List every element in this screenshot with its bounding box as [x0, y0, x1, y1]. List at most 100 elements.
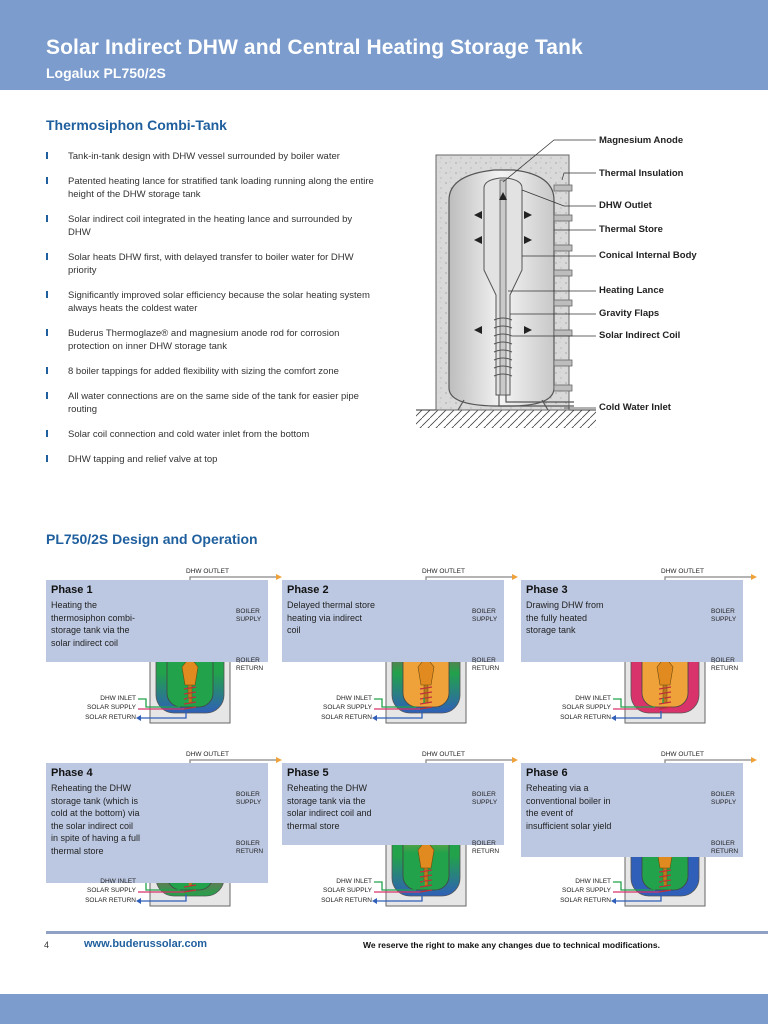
- dhw-inlet-label: DHW INLET: [100, 695, 136, 702]
- solar-supply-label: SOLAR SUPPLY: [561, 704, 611, 711]
- solar-return-label: SOLAR RETURN: [85, 714, 136, 721]
- callout-thermal-store: Thermal Store: [599, 224, 663, 235]
- solar-return-pipe: [613, 711, 662, 719]
- dhw-inlet-label: DHW INLET: [575, 695, 611, 702]
- dhw-inlet-label: DHW INLET: [336, 878, 372, 885]
- phase-title: Phase 5: [287, 767, 329, 779]
- callout-heating-lance: Heating Lance: [599, 285, 664, 296]
- disclaimer-text: We reserve the right to make any changes…: [363, 940, 660, 950]
- dhw-inlet-pipe: [613, 881, 664, 891]
- solar-supply-label: SOLAR SUPPLY: [86, 887, 136, 894]
- phase-title: Phase 4: [51, 767, 93, 779]
- solar-return-label: SOLAR RETURN: [560, 897, 611, 904]
- callout-magnesium-anode: Magnesium Anode: [599, 135, 684, 146]
- dhw-outlet-arrow: [751, 757, 757, 763]
- solar-return-label: SOLAR RETURN: [85, 897, 136, 904]
- phase-panel-2: Phase 2 Delayed thermal store heating vi…: [282, 565, 522, 735]
- solar-return-arrow: [611, 898, 616, 904]
- feature-item: Significantly improved solar efficiency …: [46, 289, 376, 315]
- feature-item: Solar coil connection and cold water inl…: [46, 428, 376, 441]
- solar-supply-label: SOLAR SUPPLY: [322, 704, 372, 711]
- dhw-outlet-arrow: [512, 574, 518, 580]
- phase-title: Phase 2: [287, 584, 329, 596]
- feature-item: DHW tapping and relief valve at top: [46, 453, 376, 466]
- solar-return-label: SOLAR RETURN: [321, 897, 372, 904]
- phase-description: Reheating via a conventional boiler in t…: [526, 783, 612, 831]
- dhw-outlet-label: DHW OUTLET: [186, 751, 229, 758]
- solar-return-pipe: [138, 711, 187, 719]
- solar-coil: [183, 686, 197, 710]
- website-link[interactable]: www.buderussolar.com: [84, 938, 208, 950]
- phase-panel-6: Phase 6 Reheating via a conventional boi…: [521, 748, 761, 918]
- callout-cold-water-inlet: Cold Water Inlet: [599, 402, 671, 413]
- phase-desc-box: [46, 763, 268, 883]
- page-subtitle: Logalux PL750/2S: [46, 65, 166, 81]
- phase-panel-5: Phase 5 Reheating the DHW storage tank v…: [282, 748, 522, 918]
- feature-list: Tank-in-tank design with DHW vessel surr…: [46, 150, 376, 478]
- phase-description: Drawing DHW from the fully heated storag…: [526, 600, 604, 635]
- solar-supply-label: SOLAR SUPPLY: [561, 887, 611, 894]
- solar-coil: [419, 686, 433, 710]
- solar-coil: [419, 869, 433, 893]
- dhw-outlet-label: DHW OUTLET: [422, 751, 465, 758]
- callout-solar-indirect-coil: Solar Indirect Coil: [599, 330, 681, 341]
- dhw-outlet-arrow: [512, 757, 518, 763]
- tank-cutaway-drawing: [416, 139, 596, 428]
- phase-title: Phase 3: [526, 584, 568, 596]
- solar-return-label: SOLAR RETURN: [560, 714, 611, 721]
- feature-item: All water connections are on the same si…: [46, 390, 376, 416]
- dhw-outlet-label: DHW OUTLET: [186, 568, 229, 575]
- solar-return-label: SOLAR RETURN: [321, 714, 372, 721]
- solar-coil: [658, 686, 672, 710]
- page-title: Solar Indirect DHW and Central Heating S…: [46, 36, 583, 59]
- solar-return-pipe: [374, 711, 423, 719]
- feature-item: Tank-in-tank design with DHW vessel surr…: [46, 150, 376, 163]
- design-section-title: PL750/2S Design and Operation: [46, 531, 258, 547]
- phase-desc-box: [521, 580, 743, 662]
- dhw-inlet-label: DHW INLET: [336, 695, 372, 702]
- dhw-inlet-label: DHW INLET: [575, 878, 611, 885]
- feature-item: Solar heats DHW first, with delayed tran…: [46, 251, 376, 277]
- phase-description: Reheating the DHW storage tank (which is…: [51, 783, 141, 856]
- thermosiphon-section-title: Thermosiphon Combi-Tank: [46, 117, 227, 133]
- page-header: Solar Indirect DHW and Central Heating S…: [0, 0, 768, 90]
- dhw-outlet-arrow: [751, 574, 757, 580]
- callout-thermal-insulation: Thermal Insulation: [599, 168, 684, 179]
- solar-return-arrow: [136, 898, 141, 904]
- solar-return-arrow: [372, 898, 377, 904]
- solar-coil: [658, 869, 672, 893]
- phase-panel-3: Phase 3 Drawing DHW from the fully heate…: [521, 565, 761, 735]
- dhw-outlet-label: DHW OUTLET: [661, 568, 704, 575]
- phase-desc-box: [282, 763, 504, 845]
- dhw-inlet-label: DHW INLET: [100, 878, 136, 885]
- dhw-inlet-pipe: [138, 698, 189, 708]
- callout-dhw-outlet: DHW Outlet: [599, 200, 652, 211]
- phase-description: Heating the thermosiphon combi-storage t…: [51, 600, 136, 648]
- feature-item: Solar indirect coil integrated in the he…: [46, 213, 376, 239]
- phase-title: Phase 6: [526, 767, 568, 779]
- phase-description: Delayed thermal store heating via indire…: [287, 600, 376, 635]
- dhw-outlet-label: DHW OUTLET: [422, 568, 465, 575]
- dhw-outlet-arrow: [276, 757, 282, 763]
- phase-panel-4: Phase 4 Reheating the DHW storage tank (…: [46, 748, 286, 918]
- dhw-inlet-pipe: [613, 698, 664, 708]
- dhw-inlet-pipe: [374, 698, 425, 708]
- dhw-outlet-arrow: [276, 574, 282, 580]
- phase-description: Reheating the DHW storage tank via the s…: [287, 783, 372, 831]
- solar-return-pipe: [613, 894, 662, 902]
- solar-return-arrow: [611, 715, 616, 721]
- phase-desc-box: [282, 580, 504, 662]
- dhw-inlet-pipe: [374, 881, 425, 891]
